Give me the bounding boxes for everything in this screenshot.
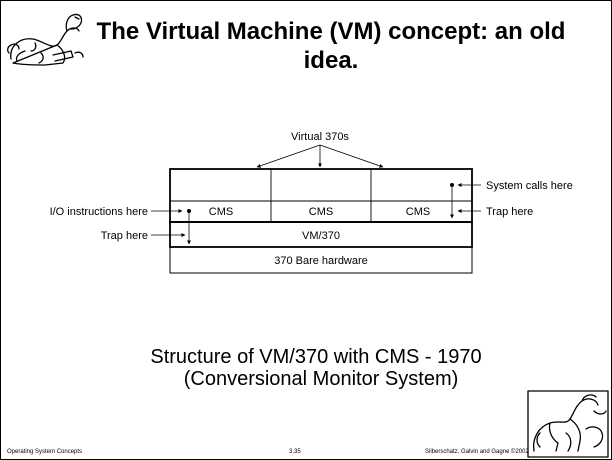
system-calls-label: System calls here [486,180,573,192]
arrow-virtual-left [256,144,321,168]
hardware-layer: 370 Bare hardware [169,246,473,274]
caption-line-2: (Conversional Monitor System) [183,368,459,390]
footer-slide-number: 3.35 [289,449,301,455]
trap-here-left-label: Trap here [101,230,148,242]
io-instructions-label: I/O instructions here [50,206,148,218]
vm370-label: VM/370 [302,230,340,242]
footer-copyright: Silberschatz, Galvin and Gagne ©2002 [425,449,529,455]
trap-here-right-label: Trap here [486,206,533,218]
dinosaur-logo-top-left [7,13,84,66]
vm370-layer: VM/370 [169,221,473,248]
arrow-virtual-right [319,144,384,168]
cms-label-3: CMS [406,206,430,218]
dinosaur-logo-bottom-right [527,390,609,458]
diagram-caption: Structure of VM/370 with CMS - 1970 (Con… [81,346,551,390]
cms-label-2: CMS [309,206,333,218]
hardware-label: 370 Bare hardware [274,255,368,267]
vm370-structure-diagram: Virtual 370s VM/370 370 Bare hardware CM… [50,131,573,274]
footer-course: Operating System Concepts [7,449,83,455]
slide-title: The Virtual Machine (VM) concept: an old… [96,18,566,74]
caption-line-1: Structure of VM/370 with CMS - 1970 [150,346,482,368]
cms-label-1: CMS [209,206,233,218]
virtual-370s-label: Virtual 370s [291,131,349,143]
